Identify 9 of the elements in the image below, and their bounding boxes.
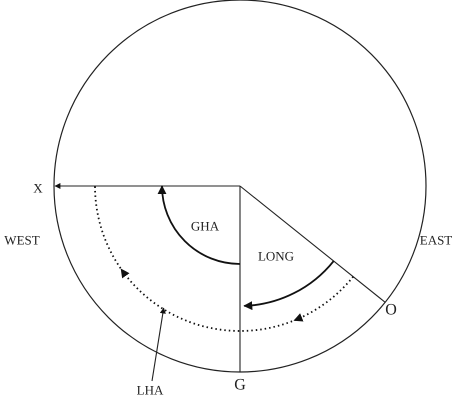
direction-label: EAST bbox=[420, 232, 452, 248]
direction-label: WEST bbox=[4, 232, 40, 248]
angle-label: LHA bbox=[136, 382, 164, 398]
point-label: X bbox=[33, 180, 43, 196]
point-label: O bbox=[385, 302, 397, 318]
leader-line bbox=[151, 308, 166, 382]
angle-label: LONG bbox=[258, 248, 294, 264]
angle-label: GHA bbox=[190, 218, 220, 234]
point-label: G bbox=[234, 378, 246, 392]
